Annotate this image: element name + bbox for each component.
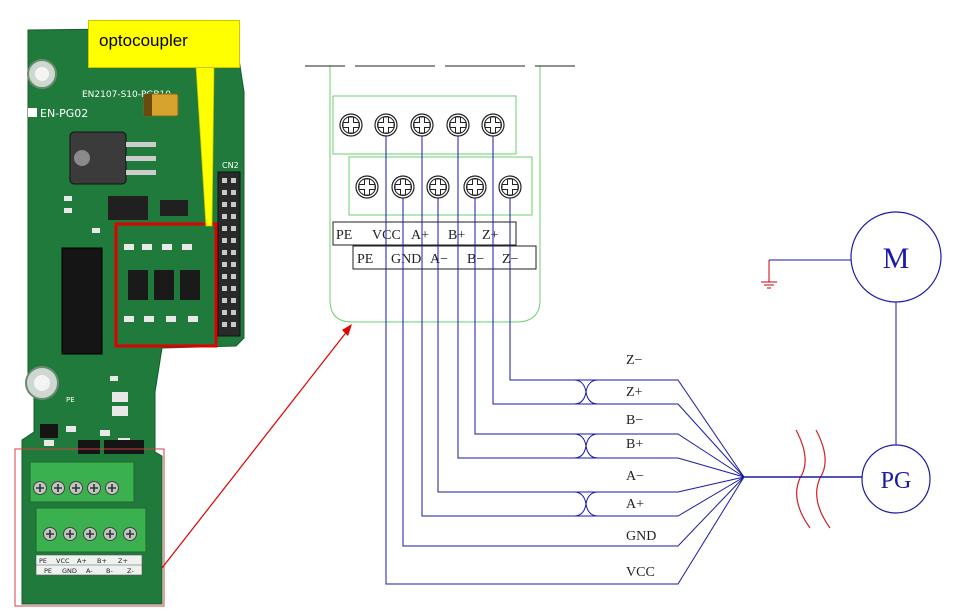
twisted-pair-marks — [573, 379, 599, 517]
screw-icon — [355, 175, 379, 199]
optocoupler-callout: optocoupler — [88, 20, 240, 68]
signal-label-1: Z+ — [626, 385, 643, 400]
signal-label-7: VCC — [626, 565, 655, 580]
arrow-head-icon — [342, 324, 352, 336]
signal-label-2: B− — [626, 413, 643, 428]
terminal-bottom-label-0: PE — [357, 252, 373, 267]
terminal-top-label-3: B+ — [448, 228, 465, 243]
encoder-symbol — [861, 444, 931, 514]
screw-icon — [463, 175, 487, 199]
side-connector — [61, 247, 103, 355]
wire-3 — [457, 136, 745, 478]
pcb-board: EN2107-S10-PGB10 EN-PG02 CN2 PE — [21, 27, 245, 605]
screw-icon — [374, 113, 398, 137]
pin-header — [217, 171, 241, 337]
terminal-bottom-label-3: B− — [467, 252, 484, 267]
screw-icon — [426, 175, 450, 199]
wire-5 — [421, 136, 745, 517]
terminal-top-label-2: A+ — [411, 228, 429, 243]
encoder-label: PG — [881, 468, 912, 494]
signal-label-5: A+ — [626, 497, 644, 512]
wire-4 — [437, 198, 745, 493]
callout-label: optocoupler — [99, 31, 188, 50]
pcb-row2-label-3: B- — [106, 567, 113, 575]
screw-icon — [410, 113, 434, 137]
terminal-top-label-4: Z+ — [482, 228, 499, 243]
screw-icon — [481, 113, 505, 137]
ground-icon — [761, 259, 851, 289]
screw-icon — [339, 113, 363, 137]
signal-labels: Z− Z+ B− B+ A− A+ GND VCC — [626, 353, 656, 580]
terminal-top-label-0: PE — [336, 228, 352, 243]
connector-label: CN2 — [222, 161, 239, 170]
signal-label-4: A− — [626, 469, 644, 484]
pcb-terminal-block: PE VCC A+ B+ Z+ PE GND A- B- Z- — [29, 461, 147, 576]
pcb-row2-label-1: GND — [62, 567, 77, 575]
pcb-row1-label-4: Z+ — [118, 557, 128, 565]
wire-1 — [492, 136, 745, 478]
signal-label-0: Z− — [626, 353, 643, 368]
board-part-number: EN2107-S10-PGB10 — [82, 90, 171, 100]
pcb-row1-label-1: VCC — [56, 557, 70, 565]
motor-label: M — [883, 242, 910, 275]
signal-wires — [385, 136, 745, 585]
terminal-bottom-label-1: GND — [391, 252, 421, 267]
optocoupler-chips — [128, 270, 200, 300]
pcb-row2-label-2: A- — [86, 567, 93, 575]
lower-screw-row — [348, 156, 533, 216]
pcb-row1-label-3: B+ — [97, 557, 107, 565]
board-model: EN-PG02 — [40, 107, 88, 120]
pe-mark: PE — [66, 396, 75, 404]
pcb-row2-label-4: Z- — [127, 567, 134, 575]
wire-0 — [509, 198, 745, 478]
terminal-bottom-label-2: A− — [430, 252, 448, 267]
terminal-highlight — [14, 448, 165, 607]
pcb-row1-label-0: PE — [39, 557, 47, 565]
screw-icon — [498, 175, 522, 199]
optocoupler-highlight — [114, 222, 218, 348]
screw-icon — [391, 175, 415, 199]
signal-label-6: GND — [626, 529, 656, 544]
cable-break-icon — [795, 429, 831, 529]
zoom-arrow — [161, 329, 349, 569]
upper-screw-row — [332, 95, 517, 155]
wire-7 — [385, 136, 745, 585]
screw-icon — [446, 113, 470, 137]
pcb-row1-label-2: A+ — [77, 557, 87, 565]
wire-6 — [402, 198, 745, 547]
motor-symbol — [850, 211, 942, 303]
terminal-enlarged: PE VCC A+ B+ Z+ PE GND A− B− Z− — [305, 65, 575, 323]
pcb-row2-label-0: PE — [44, 567, 52, 575]
signal-label-3: B+ — [626, 437, 643, 452]
